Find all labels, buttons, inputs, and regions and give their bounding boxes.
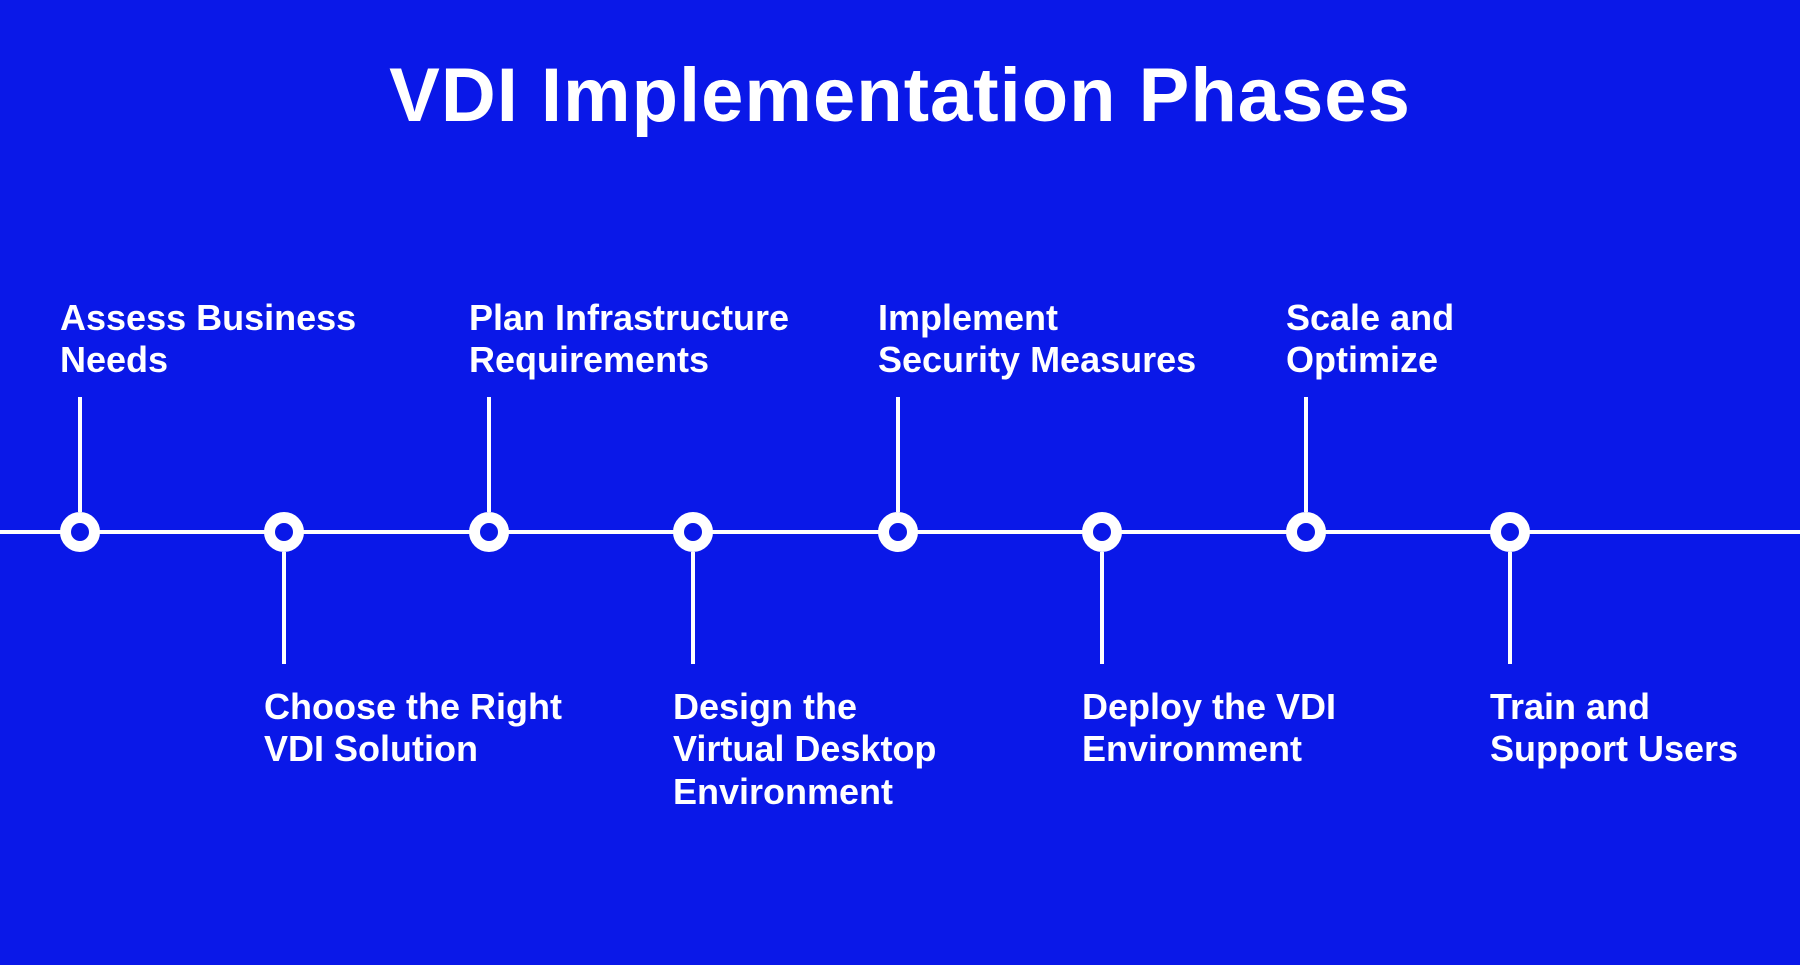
phase-label: Train and Support Users xyxy=(1490,686,1739,770)
phase-node-icon xyxy=(1082,512,1122,552)
phase-connector-line xyxy=(896,397,900,512)
phase-connector-line xyxy=(282,552,286,664)
phase-label: Deploy the VDI Environment xyxy=(1082,686,1337,770)
phase-connector-line xyxy=(1100,552,1104,664)
phase-node-icon xyxy=(1286,512,1326,552)
phase-connector-line xyxy=(1508,552,1512,664)
phase-label: Implement Security Measures xyxy=(878,297,1197,381)
phase-node-icon xyxy=(60,512,100,552)
phase-label: Choose the Right VDI Solution xyxy=(264,686,562,770)
phase-connector-line xyxy=(78,397,82,512)
page-title: VDI Implementation Phases xyxy=(389,53,1411,138)
phase-node-icon xyxy=(878,512,918,552)
phase-node-icon xyxy=(264,512,304,552)
phase-connector-line xyxy=(1304,397,1308,512)
phase-node-icon xyxy=(469,512,509,552)
phase-node-icon xyxy=(673,512,713,552)
phase-label: Design the Virtual Desktop Environment xyxy=(673,686,937,812)
phase-label: Assess Business Needs xyxy=(60,297,357,381)
phase-connector-line xyxy=(691,552,695,664)
phase-node-icon xyxy=(1490,512,1530,552)
phase-connector-line xyxy=(487,397,491,512)
phase-label: Scale and Optimize xyxy=(1286,297,1455,381)
phase-label: Plan Infrastructure Requirements xyxy=(469,297,790,381)
